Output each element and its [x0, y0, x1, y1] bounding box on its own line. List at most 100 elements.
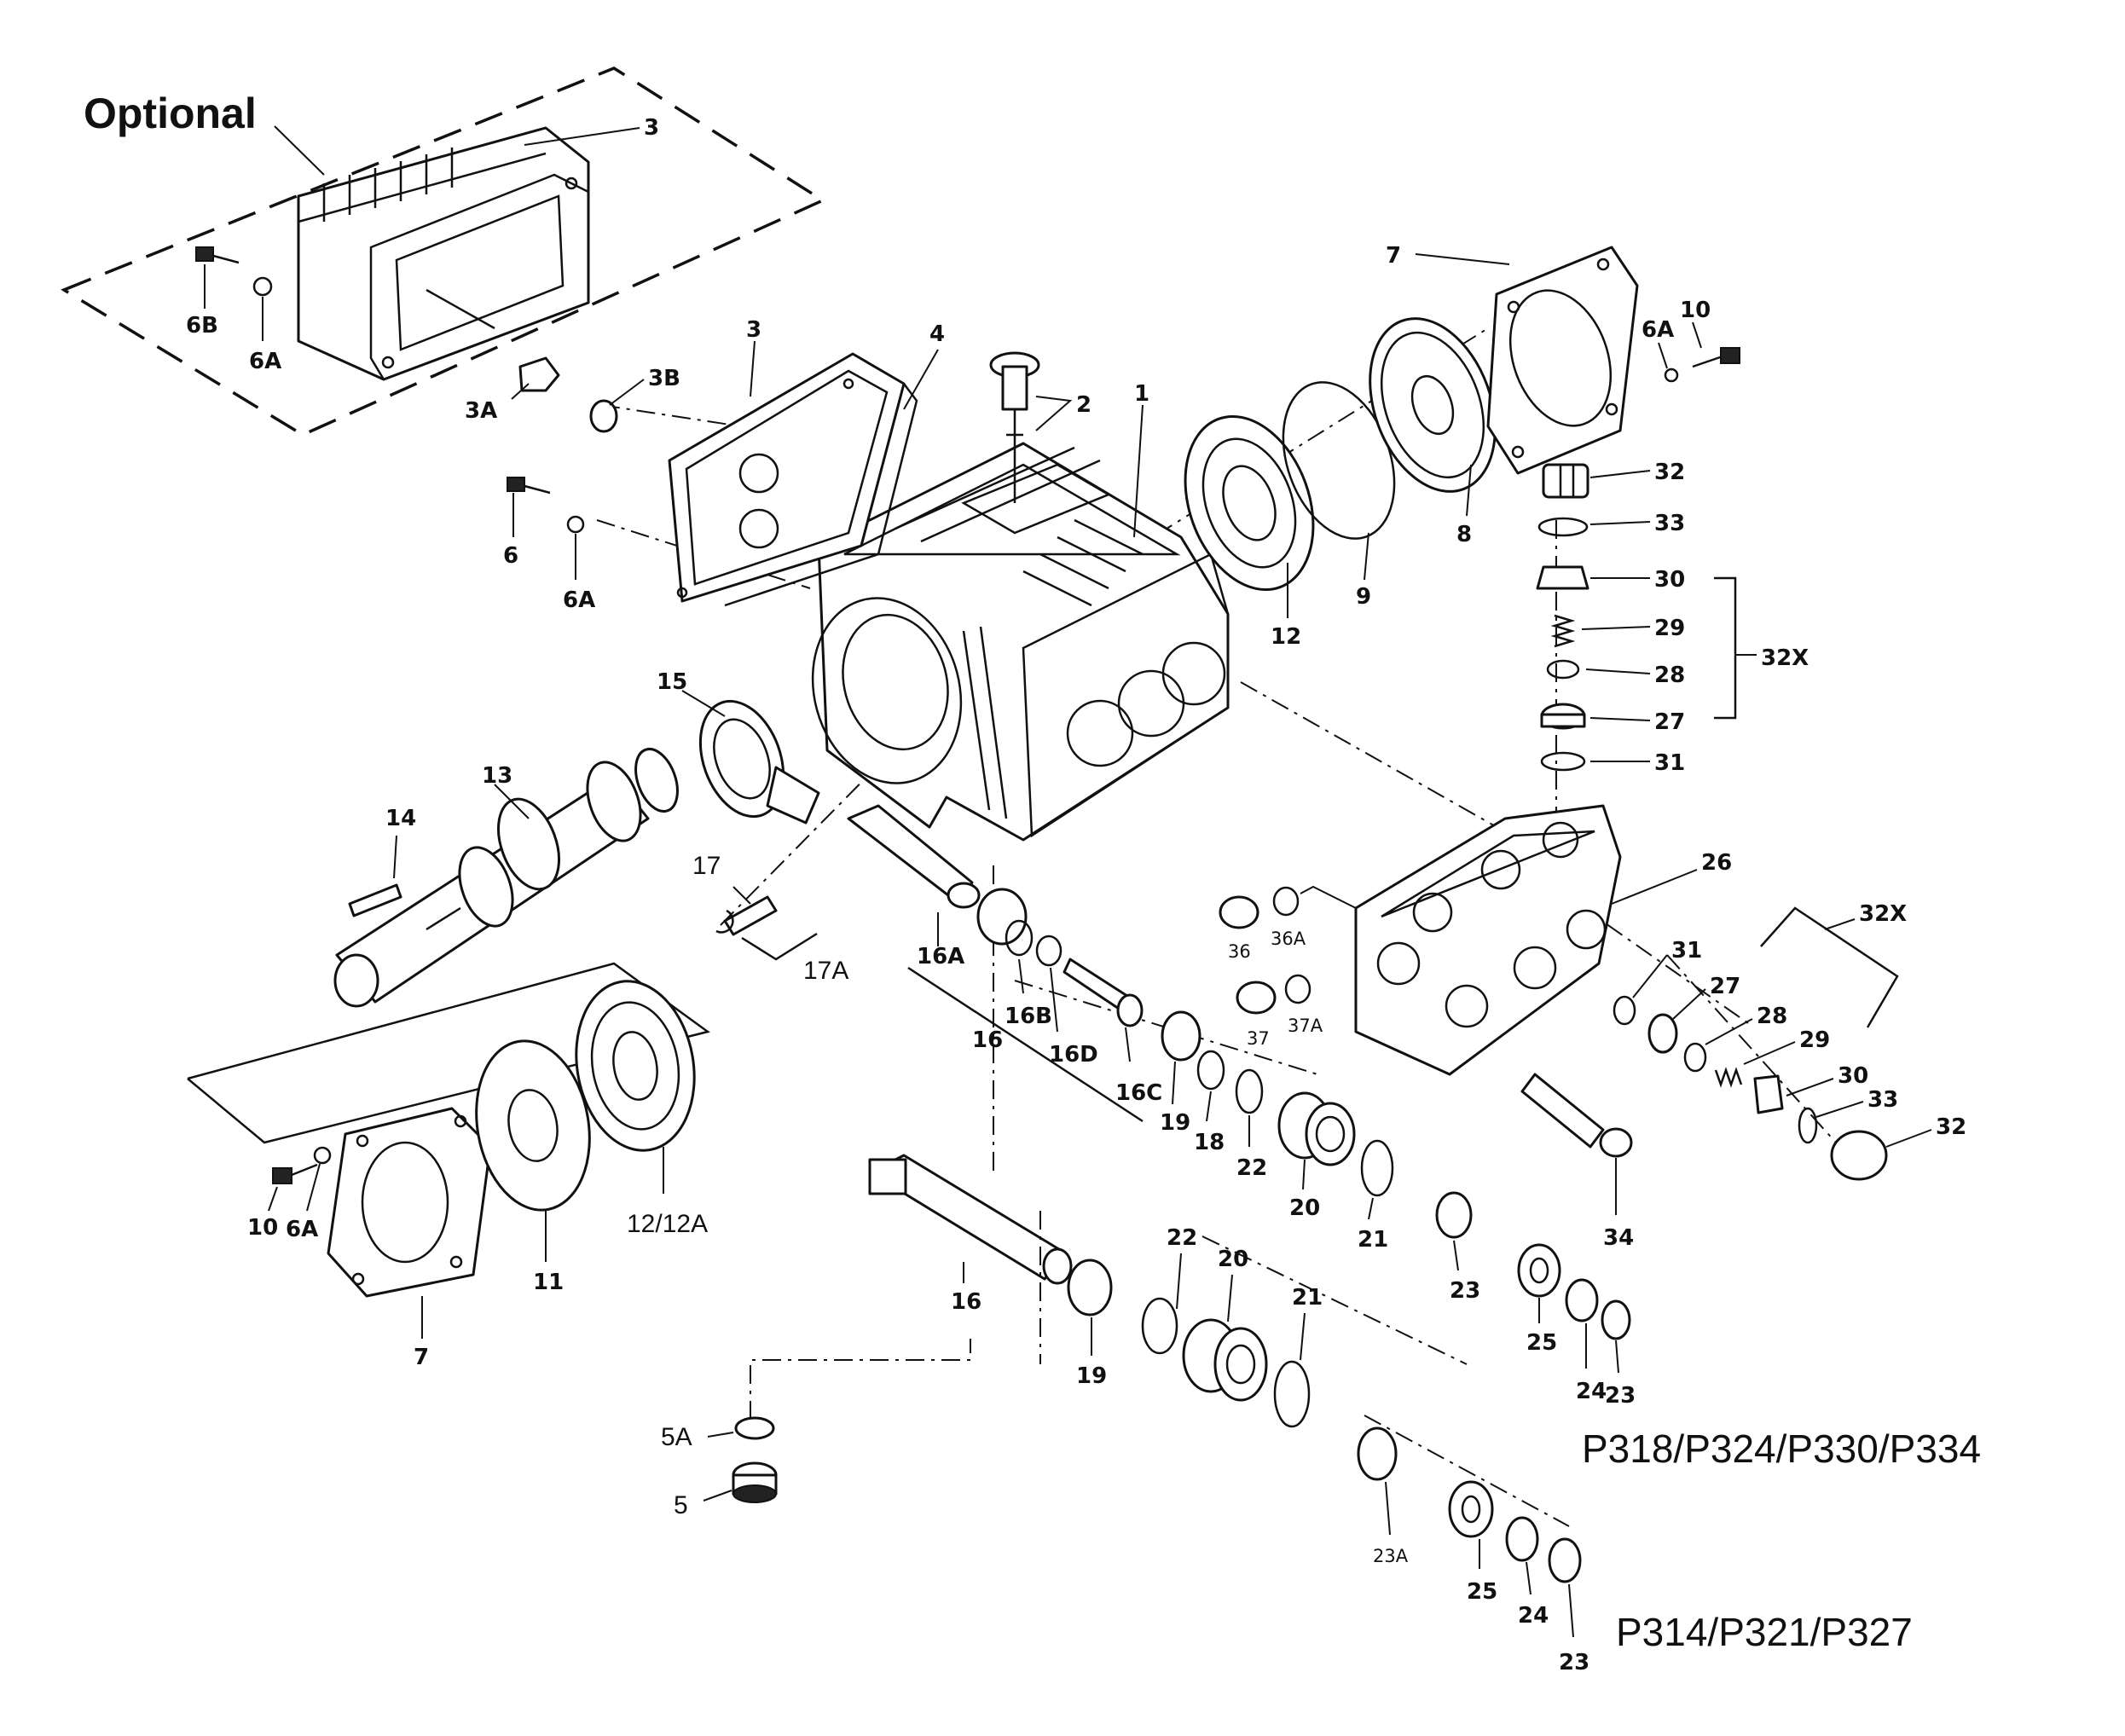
callout-30-top: 30 [1654, 567, 1685, 593]
callout-33-side: 33 [1867, 1087, 1898, 1113]
crankcase [811, 442, 1230, 842]
seal-37a [1284, 974, 1311, 1004]
callout-23-upper: 23 [1450, 1278, 1480, 1304]
pump-manifold [1354, 804, 1622, 1076]
callout-26: 26 [1701, 850, 1732, 876]
valve-cap-32 [1542, 463, 1589, 499]
callout-17a: 17A [803, 957, 848, 985]
callout-28-side: 28 [1757, 1004, 1787, 1029]
packing-20-lower [1182, 1318, 1268, 1402]
bracket-32x-top [1714, 576, 1737, 720]
callout-24-upper: 24 [1576, 1379, 1607, 1404]
callout-16b: 16B [1005, 1004, 1052, 1029]
callout-27-side: 27 [1710, 974, 1740, 999]
valve-28-top [1546, 659, 1580, 680]
callout-23a: 23A [1373, 1546, 1409, 1566]
callout-36: 36 [1228, 941, 1251, 962]
callout-33-top: 33 [1654, 511, 1685, 536]
callout-16-lower: 16 [951, 1289, 981, 1315]
callout-31-top: 31 [1654, 750, 1685, 776]
o-ring-22-lower [1141, 1297, 1178, 1355]
callout-36a: 36A [1271, 929, 1306, 949]
optional-bolt-6b [195, 246, 240, 264]
o-ring-31-side [1613, 995, 1636, 1026]
seal-ring-3b [589, 399, 618, 433]
callout-27-top: 27 [1654, 709, 1685, 735]
callout-32x-side: 32X [1859, 901, 1907, 927]
valve-seat-30-side [1753, 1074, 1784, 1114]
callout-1: 1 [1134, 381, 1149, 407]
connecting-rod-15 [698, 699, 820, 825]
seal-retainer-25-upper [1517, 1243, 1561, 1298]
callout-29-top: 29 [1654, 616, 1685, 641]
callout-6a-bottom: 6A [286, 1217, 318, 1242]
wrist-pin-17 [715, 895, 778, 936]
oil-seal-11 [475, 1039, 591, 1212]
cover-gasket [724, 383, 918, 607]
callout-23-upper-b: 23 [1605, 1383, 1636, 1409]
crankshaft [333, 748, 679, 1008]
o-ring-33-side [1798, 1107, 1818, 1144]
callout-12: 12 [1271, 624, 1301, 650]
bracket-32x-side [1760, 906, 1899, 1028]
plug-37 [1236, 981, 1277, 1015]
rear-cover [668, 352, 906, 603]
callout-16a: 16A [917, 944, 964, 969]
plunger-sleeve-16b [976, 888, 1034, 957]
optional-title: Optional [84, 90, 257, 137]
bearing-cover-7-left [327, 1107, 492, 1298]
valve-cap-32-side [1830, 1130, 1888, 1181]
callout-25-lower: 25 [1467, 1579, 1497, 1605]
oil-filler-cap [989, 351, 1040, 503]
callout-24-lower: 24 [1518, 1603, 1549, 1629]
seal-retainer-19-lower [1067, 1259, 1113, 1316]
seal-24-lower [1505, 1516, 1539, 1562]
seal-23a [1357, 1426, 1398, 1481]
drain-plug-5 [732, 1461, 778, 1503]
callout-23-lower: 23 [1559, 1650, 1589, 1675]
o-ring-21-lower [1273, 1360, 1311, 1428]
callout-28-top: 28 [1654, 663, 1685, 688]
o-ring-31-top [1540, 751, 1586, 772]
plunger-bolt-16c [1062, 958, 1144, 1027]
callout-37: 37 [1247, 1028, 1270, 1049]
plunger-rod-16-upper [847, 804, 981, 909]
seal-23-lower [1548, 1537, 1582, 1583]
callout-21-upper: 21 [1358, 1227, 1388, 1253]
callout-3-optional: 3 [644, 115, 659, 141]
packing-20-upper [1277, 1091, 1356, 1166]
callout-5a: 5A [661, 1423, 692, 1451]
callout-32-top: 32 [1654, 460, 1685, 485]
callout-11: 11 [533, 1270, 564, 1295]
callout-16-upper: 16 [972, 1027, 1003, 1053]
callout-3: 3 [746, 317, 761, 343]
valve-seat-30-top [1536, 565, 1589, 590]
valve-seat-27-top [1540, 703, 1586, 730]
callout-32x-top: 32X [1761, 645, 1809, 671]
callout-9: 9 [1356, 584, 1371, 610]
seal-retainer-19-upper [1161, 1010, 1201, 1062]
callout-3a: 3A [465, 398, 497, 424]
seal-23-upper [1435, 1191, 1473, 1239]
callout-34: 34 [1603, 1225, 1634, 1251]
callout-16d: 16D [1049, 1042, 1098, 1068]
callout-37a: 37A [1288, 1016, 1323, 1036]
optional-rear-cover [297, 126, 590, 381]
plug-36 [1219, 895, 1259, 929]
callout-18: 18 [1194, 1130, 1225, 1155]
valve-spring-29-top [1550, 614, 1576, 648]
callout-10-bottom: 10 [247, 1215, 278, 1241]
callout-10-top: 10 [1680, 298, 1711, 323]
valve-28-side [1683, 1042, 1707, 1073]
callout-6b: 6B [186, 313, 218, 339]
plunger-rod-16-lower [868, 1154, 1073, 1285]
callout-25-upper: 25 [1526, 1330, 1557, 1356]
callout-8: 8 [1456, 522, 1472, 547]
callout-12-12a: 12/12A [627, 1210, 708, 1238]
callout-20-upper: 20 [1289, 1195, 1320, 1221]
seal-23-upper-b [1601, 1299, 1631, 1340]
callout-29-side: 29 [1799, 1027, 1830, 1053]
callout-21-lower: 21 [1292, 1285, 1323, 1311]
manifold-bolt-34 [1520, 1073, 1633, 1158]
